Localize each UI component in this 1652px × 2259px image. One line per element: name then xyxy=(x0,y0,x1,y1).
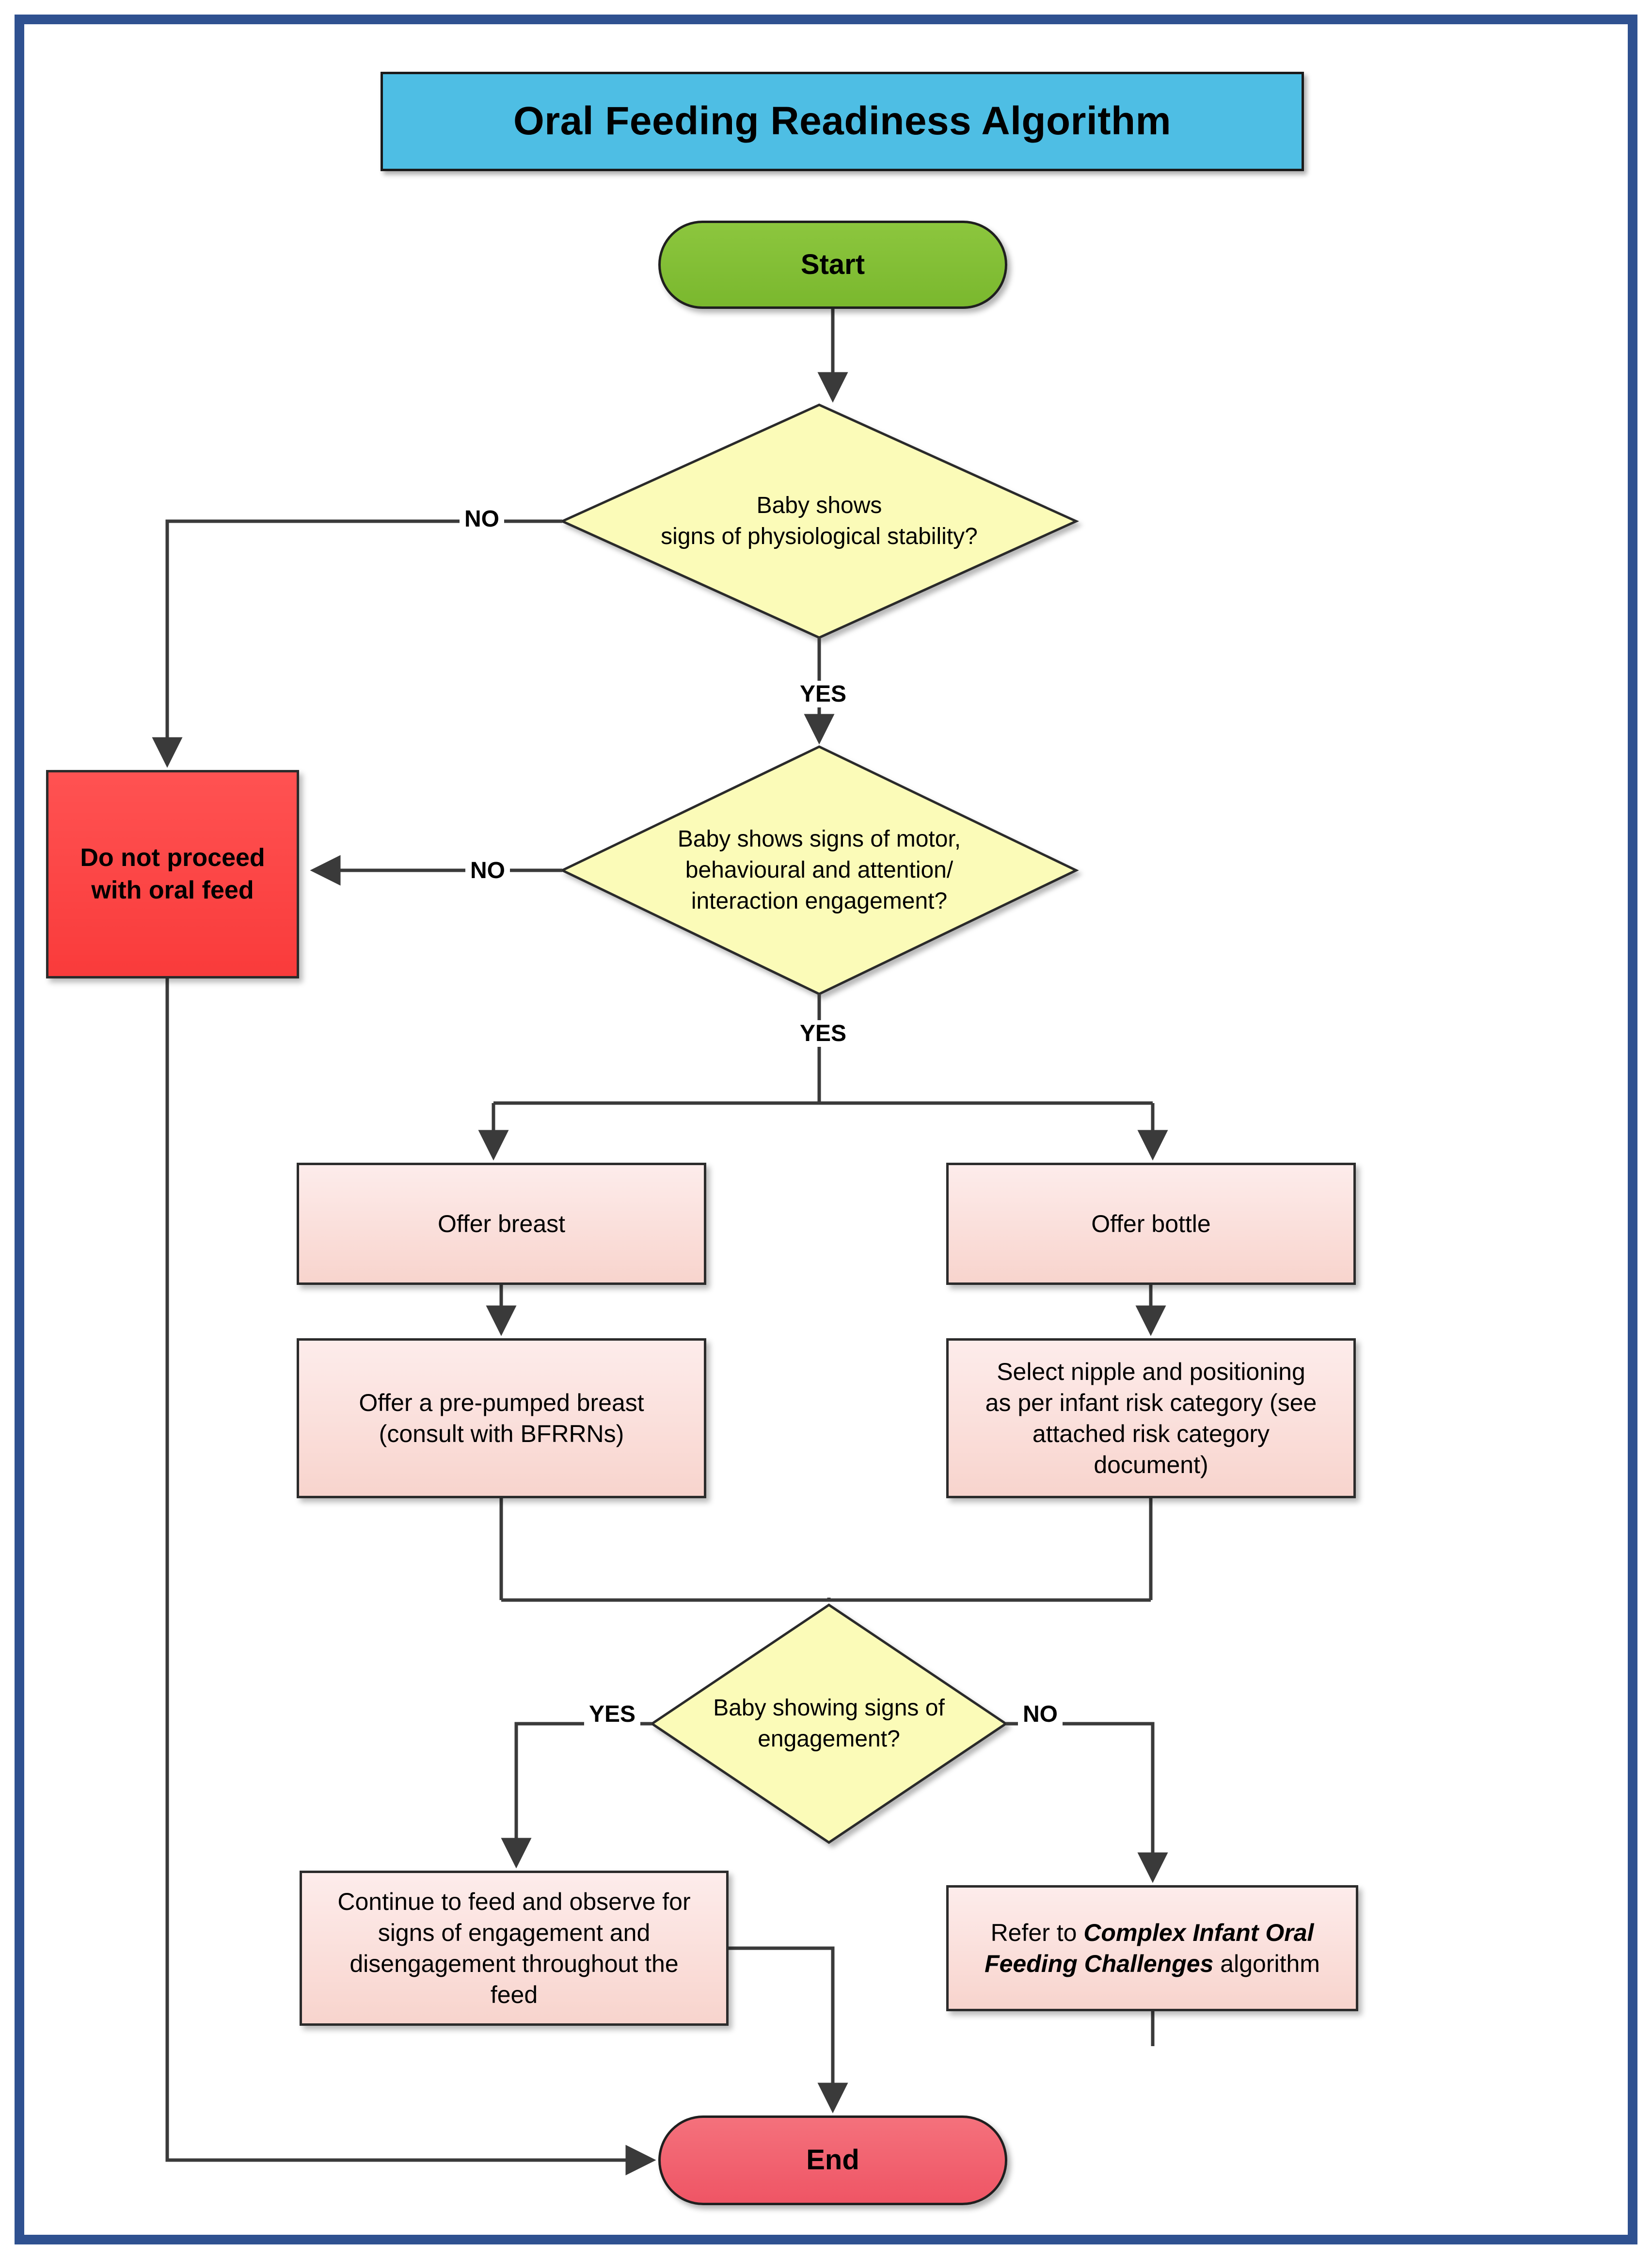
edge-donotproceed-to-end xyxy=(165,978,656,2176)
continue-feed-line2: signs of engagement and xyxy=(378,1919,651,1946)
refer-prefix: Refer to xyxy=(990,1919,1084,1946)
continue-feed-line3: disengagement throughout the xyxy=(349,1950,679,1977)
prepumped-line1: Offer a pre-pumped breast xyxy=(359,1389,644,1416)
edge-label-showing-signs-no: NO xyxy=(1018,1701,1063,1728)
node-select-nipple-and-positioning[interactable]: Select nipple and positioning as per inf… xyxy=(946,1338,1356,1498)
select-nipple-line4: document) xyxy=(1094,1451,1208,1478)
decision-stability-line1: Baby shows xyxy=(756,493,882,519)
decision-diamond-showing-signs xyxy=(650,1603,1008,1844)
decision-showing-line1: Baby showing signs of xyxy=(713,1695,945,1721)
select-nipple-line3: attached risk category xyxy=(1032,1420,1270,1447)
node-start[interactable]: Start xyxy=(658,221,1007,309)
node-decision-showing-signs-of-engagement[interactable]: Baby showing signs of engagement? xyxy=(652,1605,1006,1842)
continue-feed-line1: Continue to feed and observe for xyxy=(337,1888,691,1915)
refer-suffix: algorithm xyxy=(1213,1950,1320,1977)
do-not-proceed-line1: Do not proceed xyxy=(80,844,265,872)
node-continue-to-feed-and-observe[interactable]: Continue to feed and observe for signs o… xyxy=(300,1871,729,2026)
decision-engagement-line2: behavioural and attention/ xyxy=(685,857,953,883)
node-end[interactable]: End xyxy=(658,2115,1007,2205)
page-title: Oral Feeding Readiness Algorithm xyxy=(381,72,1304,171)
node-offer-pre-pumped-breast[interactable]: Offer a pre-pumped breast (consult with … xyxy=(297,1338,706,1498)
select-nipple-line1: Select nipple and positioning xyxy=(997,1358,1305,1385)
select-nipple-line2: as per infant risk category (see xyxy=(985,1389,1317,1416)
decision-engagement-line1: Baby shows signs of motor, xyxy=(677,826,961,852)
node-decision-stability[interactable]: Baby shows signs of physiological stabil… xyxy=(562,405,1076,638)
continue-feed-line4: feed xyxy=(490,1981,538,2008)
do-not-proceed-line2: with oral feed xyxy=(91,876,254,904)
edge-showing-no xyxy=(1006,1722,1168,1883)
edge-label-showing-signs-yes: YES xyxy=(584,1701,641,1728)
edge-label-stability-yes: YES xyxy=(795,681,852,707)
edge-label-stability-no: NO xyxy=(460,506,504,532)
edge-showing-yes xyxy=(501,1722,652,1869)
edge-label-engagement-no: NO xyxy=(465,857,510,884)
node-decision-engagement[interactable]: Baby shows signs of motor, behavioural a… xyxy=(562,747,1076,994)
decision-showing-line2: engagement? xyxy=(758,1726,900,1752)
prepumped-line2: (consult with BFRRNs) xyxy=(379,1420,624,1447)
edge-label-engagement-yes: YES xyxy=(795,1020,852,1047)
node-do-not-proceed-with-oral-feed[interactable]: Do not proceed with oral feed xyxy=(46,770,299,978)
decision-stability-line2: signs of physiological stability? xyxy=(661,524,978,549)
node-offer-bottle[interactable]: Offer bottle xyxy=(946,1163,1356,1285)
refer-emphasis: Complex Infant Oral Feeding Challenges xyxy=(985,1919,1314,1977)
node-offer-breast[interactable]: Offer breast xyxy=(297,1163,706,1285)
edge-stability-no xyxy=(152,519,562,768)
edge-continue-to-end xyxy=(729,1946,848,2114)
decision-engagement-line3: interaction engagement? xyxy=(691,888,948,914)
node-refer-to-complex-algorithm[interactable]: Refer to Complex Infant Oral Feeding Cha… xyxy=(946,1885,1358,2011)
